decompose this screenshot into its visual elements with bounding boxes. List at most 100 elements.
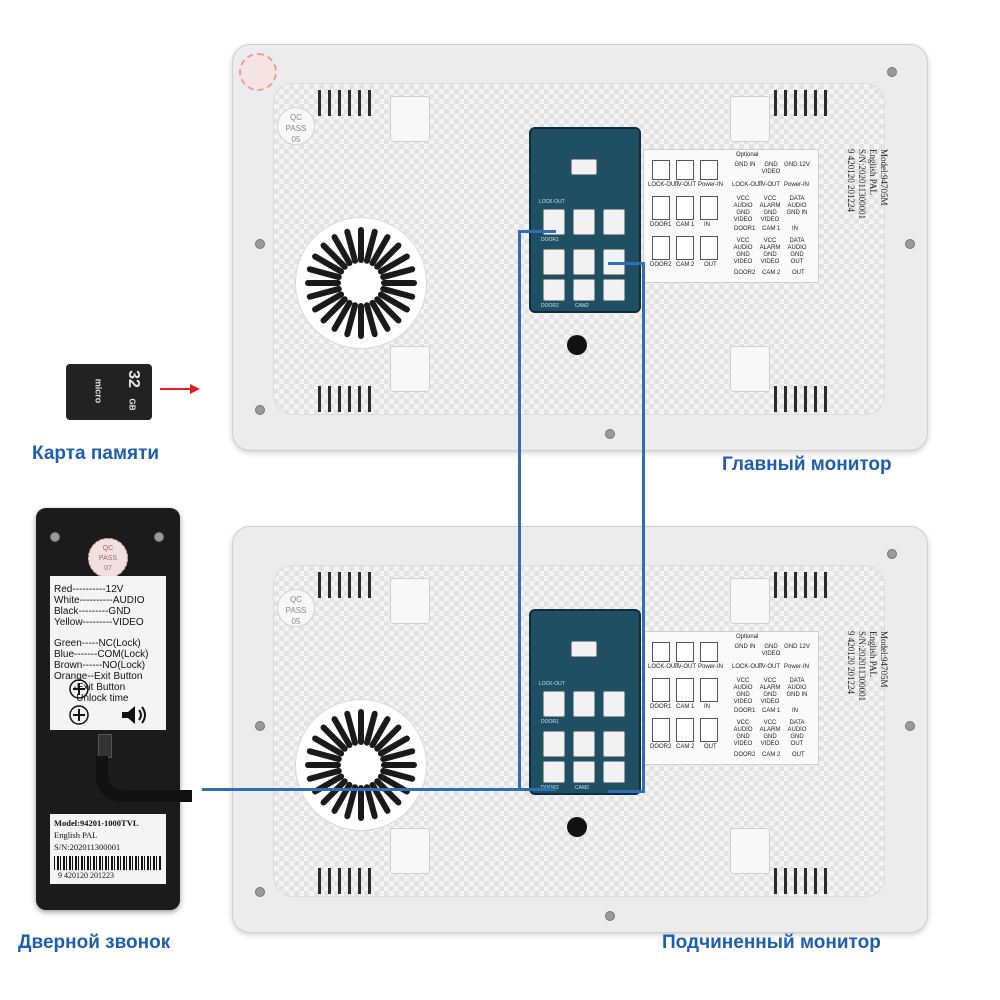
sd-capacity: 32 [124, 370, 142, 388]
legend-label: DOOR2 [650, 262, 672, 268]
legend-text: VCC ALARM GND VIDEO [759, 196, 781, 223]
screw-icon [154, 532, 164, 542]
terminal-box [652, 236, 670, 260]
terminal-box [676, 678, 694, 702]
legend-label: IN [792, 708, 798, 714]
terminal-connector [573, 691, 595, 717]
legend-text: GND 12V [784, 162, 810, 168]
legend-label: TV-OUT [758, 182, 780, 188]
cable [96, 756, 192, 802]
legend-label: CAM 2 [676, 744, 695, 750]
wiring-line: Green-----NC(Lock) [54, 638, 141, 649]
qc-pass-sticker: QC PASS 05 [277, 107, 315, 145]
mount-bracket [390, 346, 430, 392]
terminal-connector [603, 731, 625, 757]
connector-board: LOCK-OUT DOOR1 DOOR2 CAM2 [529, 609, 641, 795]
terminal-box [676, 160, 694, 180]
screw-icon [605, 911, 615, 921]
wire-main-to-slave-right [642, 262, 645, 792]
screw-icon [605, 429, 615, 439]
terminal-connector [603, 761, 625, 783]
legend-label: Power-IN [784, 664, 810, 670]
legend-label: Power-IN [698, 664, 724, 670]
wiring-line: Yellow---------VIDEO [54, 617, 144, 628]
mount-bracket [390, 96, 430, 142]
vent-slots [318, 868, 378, 894]
model-text: S/N:202011300001 [857, 631, 867, 702]
legend-label: DOOR1 [650, 222, 672, 228]
terminal-legend: Optional GND IN GND VIDEO GND 12V LOCK-O… [643, 631, 819, 765]
wire-slave-left-stub [518, 788, 556, 791]
speaker-grille-icon [295, 217, 427, 349]
legend-label: DOOR1 [734, 226, 756, 232]
legend-label: CAM 2 [762, 752, 781, 758]
legend-text: GND IN [734, 162, 756, 168]
qc-text: QC [102, 545, 114, 552]
qc-text: 05 [291, 135, 301, 144]
wire-main-left-stub [518, 230, 556, 233]
qc-text: QC [290, 595, 302, 604]
pcb-label: DOOR1 [541, 719, 559, 725]
terminal-box [700, 718, 718, 742]
legend-text: VCC ALARM GND VIDEO [759, 720, 781, 747]
wiring-line: Red----------12V [54, 584, 124, 595]
mount-bracket [390, 828, 430, 874]
wire-main-right-stub [608, 262, 645, 265]
terminal-box [700, 196, 718, 220]
wiring-line: Orange--Exit Button [54, 671, 143, 682]
screw-icon [255, 887, 265, 897]
vent-slots [774, 572, 834, 598]
barcode-text: 9 420120 201224 [846, 149, 856, 212]
wiring-line: Black---------GND [54, 606, 131, 617]
terminal-connector [603, 209, 625, 235]
qc-text: 05 [291, 617, 301, 626]
legend-label: OUT [704, 262, 717, 268]
terminal-connector [571, 641, 597, 657]
model-text: Model:94705M [879, 149, 889, 206]
wiring-sticker: Red----------12V White----------AUDIO Bl… [50, 576, 166, 730]
terminal-connector [543, 731, 565, 757]
legend-label: IN [704, 704, 710, 710]
legend-label: DOOR2 [734, 752, 756, 758]
legend-label: DOOR1 [734, 708, 756, 714]
mount-bracket [730, 578, 770, 624]
terminal-legend: Optional GND IN GND VIDEO GND 12V LOCK-O… [643, 149, 819, 283]
legend-label: Power-IN [698, 182, 724, 188]
screw-icon [887, 549, 897, 559]
legend-text: GND VIDEO [761, 644, 781, 657]
terminal-connector [571, 159, 597, 175]
legend-label: DOOR2 [734, 270, 756, 276]
wire-doorbell-to-monitor [202, 788, 520, 791]
vent-slots [774, 868, 834, 894]
qc-seal-icon [239, 53, 277, 91]
wire-terminal [98, 734, 112, 758]
legend-text: VCC AUDIO GND VIDEO [733, 678, 753, 705]
wire-slave-right-stub [608, 790, 645, 793]
mount-hole [567, 817, 587, 837]
wiring-line: White----------AUDIO [54, 595, 145, 606]
legend-text: DATA AUDIO GND OUT [787, 238, 807, 265]
screw-icon [887, 67, 897, 77]
screw-icon [255, 405, 265, 415]
wire-main-to-slave-left [518, 230, 521, 790]
pcb-label: CAM2 [575, 785, 589, 791]
pcb-label: LOCK-OUT [539, 681, 565, 687]
model-sticker: Model:94705M English PAL S/N:20201130000… [845, 149, 889, 279]
wiring-line: Blue-------COM(Lock) [54, 649, 149, 660]
label-doorbell: Дверной звонок [18, 932, 171, 953]
pcb-label: DOOR2 [541, 303, 559, 309]
legend-label: OUT [792, 270, 805, 276]
doorbell-model: Model:94201-1000TVL [54, 818, 139, 828]
terminal-connector [573, 279, 595, 301]
screw-icon [255, 721, 265, 731]
terminal-box [700, 678, 718, 702]
doorbell-serial: S/N:202011300001 [54, 842, 121, 852]
legend-label: LOCK-OUT [648, 182, 680, 188]
qc-text: PASS [285, 124, 307, 133]
legend-label: OUT [792, 752, 805, 758]
screw-icon [255, 239, 265, 249]
mount-hole [567, 335, 587, 355]
legend-text: VCC ALARM GND VIDEO [759, 238, 781, 265]
mount-bracket [730, 828, 770, 874]
legend-label: Power-IN [784, 182, 810, 188]
